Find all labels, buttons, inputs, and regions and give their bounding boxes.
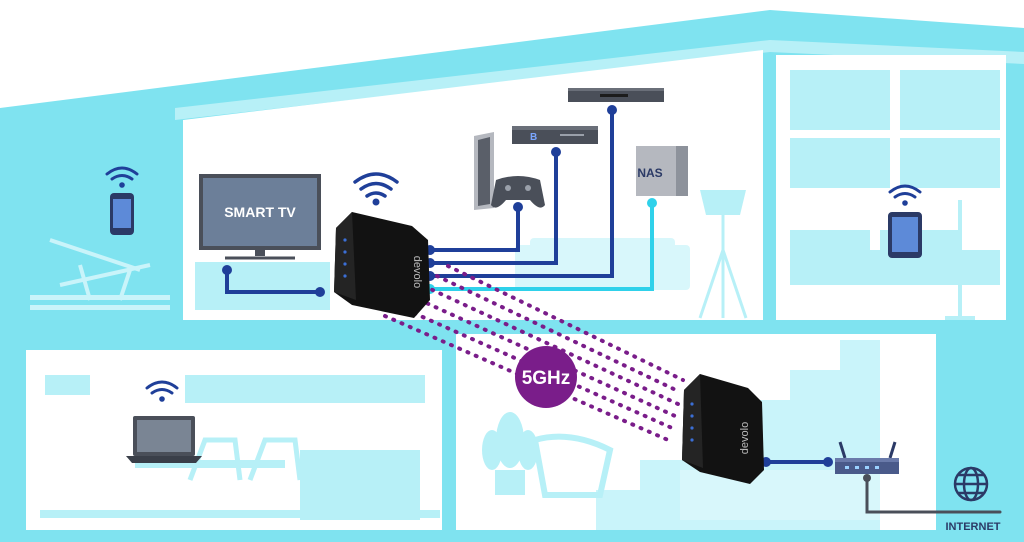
laptop-icon [126, 416, 202, 463]
armchair-lower [531, 433, 614, 498]
upper-left-porch [0, 120, 170, 320]
sofa-upper [515, 238, 690, 290]
lower-left-furniture [40, 375, 440, 520]
floor-lamp-upper [698, 190, 748, 319]
plant [482, 412, 538, 495]
tablet-icon [888, 212, 922, 258]
cable-tv [225, 268, 322, 294]
router-icon [835, 441, 899, 474]
tv-cabinet [195, 262, 330, 310]
receiver-icon [568, 88, 664, 102]
svg-text:B: B [530, 132, 537, 143]
roof-band [175, 40, 1024, 120]
nas-label: NAS [637, 166, 662, 180]
powerline-adapter-icon: devolo [334, 212, 430, 318]
cable-console [428, 205, 520, 252]
brand-label-upper: devolo [411, 256, 423, 288]
wifi-dot-phone [119, 182, 125, 188]
wifi-icon-tablet [888, 184, 922, 199]
cables [225, 108, 1002, 514]
upper-room-ceiling [183, 50, 763, 120]
wifi-dot-laptop [159, 396, 165, 402]
gamepad-icon [491, 176, 545, 208]
wifi-dot-tablet [902, 200, 908, 206]
sideboard [680, 470, 880, 520]
smart-tv-label: SMART TV [224, 204, 296, 220]
cable-nas [428, 201, 654, 291]
cable-internet [865, 476, 1002, 514]
wifi-dot [372, 198, 380, 206]
bluray-player-icon: B [512, 126, 598, 144]
wifi-icon [353, 172, 399, 198]
wifi-icon-phone [105, 166, 139, 181]
globe-icon [953, 466, 989, 502]
cable-receiver [428, 108, 614, 278]
porch-rail [30, 295, 170, 310]
brand-label-lower: devolo [739, 422, 751, 454]
cable-bluray [428, 150, 558, 265]
wifi-icon-laptop [145, 380, 179, 395]
smart-tv-icon: SMART TV [199, 174, 321, 260]
floor-lamp-right [945, 200, 975, 320]
window [790, 70, 1000, 188]
exterior-right [936, 334, 1024, 542]
nas-icon: NAS [636, 146, 688, 196]
game-console-icon [474, 132, 494, 210]
band-label: 5GHz [522, 368, 571, 389]
smartphone-icon [110, 193, 134, 235]
band-badge: 5GHz [515, 346, 577, 408]
internet-label: INTERNET [946, 521, 1001, 533]
powerline-adapter-lower-icon: devolo [682, 374, 764, 484]
